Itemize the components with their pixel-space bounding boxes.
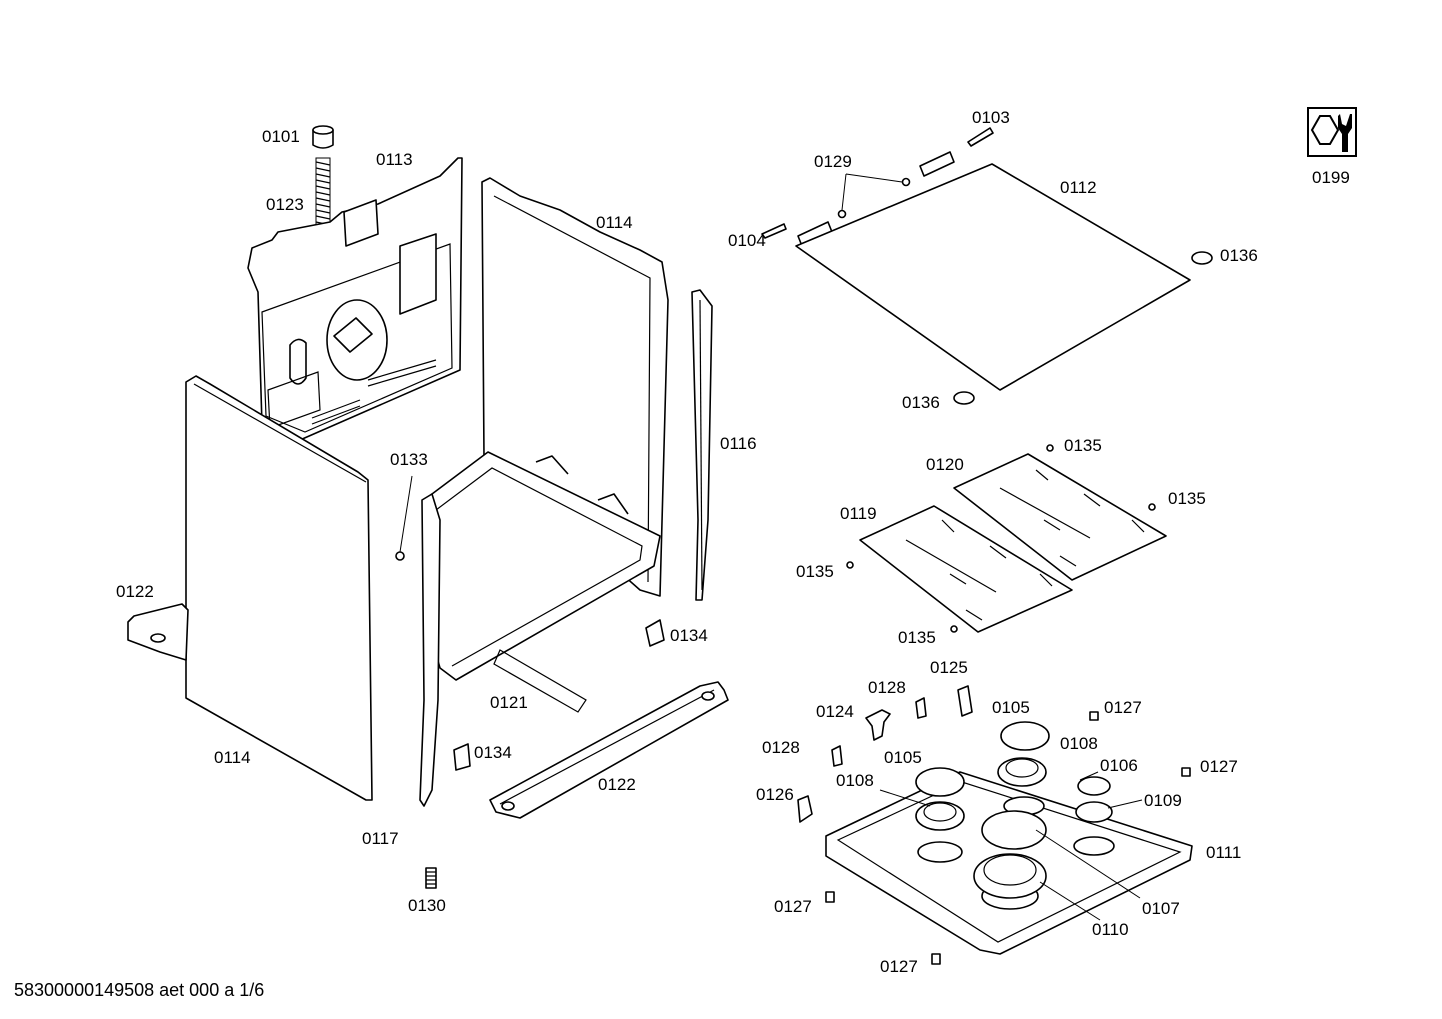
part-0136-bumper-top	[1191, 251, 1213, 265]
label-0127-d: 0127	[880, 957, 918, 976]
document-footer-code: 58300000149508 aet 000 a 1/6	[14, 980, 265, 1000]
label-0125: 0125	[930, 658, 968, 677]
label-0136-bottom: 0136	[902, 393, 940, 412]
label-0113: 0113	[376, 150, 413, 169]
part-0130-nut	[425, 867, 437, 889]
label-0114-rear: 0114	[596, 213, 633, 232]
part-0119-pan-support-front	[859, 505, 1073, 633]
leader-0110	[1039, 881, 1101, 921]
part-0103-screw	[967, 127, 994, 147]
label-0119: 0119	[840, 504, 877, 523]
label-0199: 0199	[1312, 168, 1350, 187]
part-0114-side-panel-front	[185, 375, 373, 801]
label-0135-a: 0135	[1064, 436, 1102, 455]
part-0112-lid	[795, 163, 1191, 391]
label-0128-b: 0128	[762, 738, 800, 757]
part-0104-screw	[761, 223, 787, 239]
part-0113-back-panel	[247, 157, 463, 441]
part-hinge-block-top	[919, 151, 955, 177]
label-0121: 0121	[490, 693, 528, 712]
label-0108-a: 0108	[1060, 734, 1098, 753]
part-0124-knob-holder	[865, 709, 891, 741]
part-0128-clip-a	[915, 697, 927, 719]
label-0114-front: 0114	[214, 748, 251, 767]
leader-0133	[399, 475, 413, 553]
label-0120: 0120	[926, 455, 964, 474]
part-0134-clip-b	[453, 743, 471, 771]
label-0111: 0111	[1206, 843, 1241, 862]
part-0125-bracket	[957, 685, 973, 717]
label-0123: 0123	[266, 195, 304, 214]
label-0134-b: 0134	[474, 743, 512, 762]
part-0117-front-strip	[419, 493, 441, 807]
label-0130: 0130	[408, 896, 446, 915]
part-0136-bumper-bottom	[953, 391, 975, 405]
part-0108-burner-front-left	[915, 767, 965, 831]
part-0135-foot-a	[1046, 444, 1054, 452]
part-0129-grommet-a	[901, 177, 911, 187]
part-0133-fastener	[395, 551, 405, 561]
label-0127-a: 0127	[1104, 698, 1142, 717]
leader-0106	[1079, 771, 1099, 781]
label-0127-b: 0127	[1200, 757, 1238, 776]
leader-0108b	[879, 789, 931, 807]
part-0127-clip-c	[825, 891, 835, 903]
part-0122-base-rail-right	[489, 681, 729, 819]
part-0120-pan-support-back	[953, 453, 1167, 581]
leader-0129	[841, 173, 903, 211]
label-0122-left: 0122	[116, 582, 154, 601]
part-0116-side-rail	[691, 289, 713, 601]
label-0127-c: 0127	[774, 897, 812, 916]
part-0123-spring	[315, 157, 331, 227]
part-0110-burner-large	[973, 810, 1047, 899]
part-0101-cap	[312, 125, 334, 149]
label-0135-d: 0135	[898, 628, 936, 647]
label-0105-b: 0105	[884, 748, 922, 767]
label-0101: 0101	[262, 127, 300, 146]
label-0117: 0117	[362, 829, 399, 848]
label-0105-a: 0105	[992, 698, 1030, 717]
part-0135-foot-d	[950, 625, 958, 633]
part-0129-grommet-b	[837, 209, 847, 219]
label-0108-b: 0108	[836, 771, 874, 790]
part-0127-clip-a	[1089, 711, 1099, 721]
label-0135-b: 0135	[1168, 489, 1206, 508]
label-0116: 0116	[720, 434, 757, 453]
label-0107: 0107	[1142, 899, 1180, 918]
label-0124: 0124	[816, 702, 854, 721]
label-0109: 0109	[1144, 791, 1182, 810]
part-0135-foot-b	[1148, 503, 1156, 511]
part-0134-clip-a	[645, 619, 665, 647]
label-0110: 0110	[1092, 920, 1129, 939]
part-0122-base-rail-left	[127, 603, 189, 661]
label-0136-top: 0136	[1220, 246, 1258, 265]
label-0128-a: 0128	[868, 678, 906, 697]
label-0106: 0106	[1100, 756, 1138, 775]
label-0126: 0126	[756, 785, 794, 804]
label-0122-right: 0122	[598, 775, 636, 794]
leader-0109	[1107, 799, 1143, 809]
label-0134-a: 0134	[670, 626, 708, 645]
tool-wrench-icon	[1307, 107, 1357, 157]
label-0104: 0104	[728, 231, 766, 250]
part-0128-clip-b	[831, 745, 843, 767]
part-0109-burner-small	[1075, 776, 1113, 823]
leader-0107	[1035, 829, 1141, 899]
label-0129: 0129	[814, 152, 852, 171]
label-0135-c: 0135	[796, 562, 834, 581]
label-0103: 0103	[972, 108, 1010, 127]
part-0127-clip-b	[1181, 767, 1191, 777]
part-0108-burner-rear	[997, 721, 1050, 787]
label-0133: 0133	[390, 450, 428, 469]
label-0112: 0112	[1060, 178, 1097, 197]
part-0127-clip-d	[931, 953, 941, 965]
part-0126-knob-holder	[797, 795, 813, 823]
part-0135-foot-c	[846, 561, 854, 569]
